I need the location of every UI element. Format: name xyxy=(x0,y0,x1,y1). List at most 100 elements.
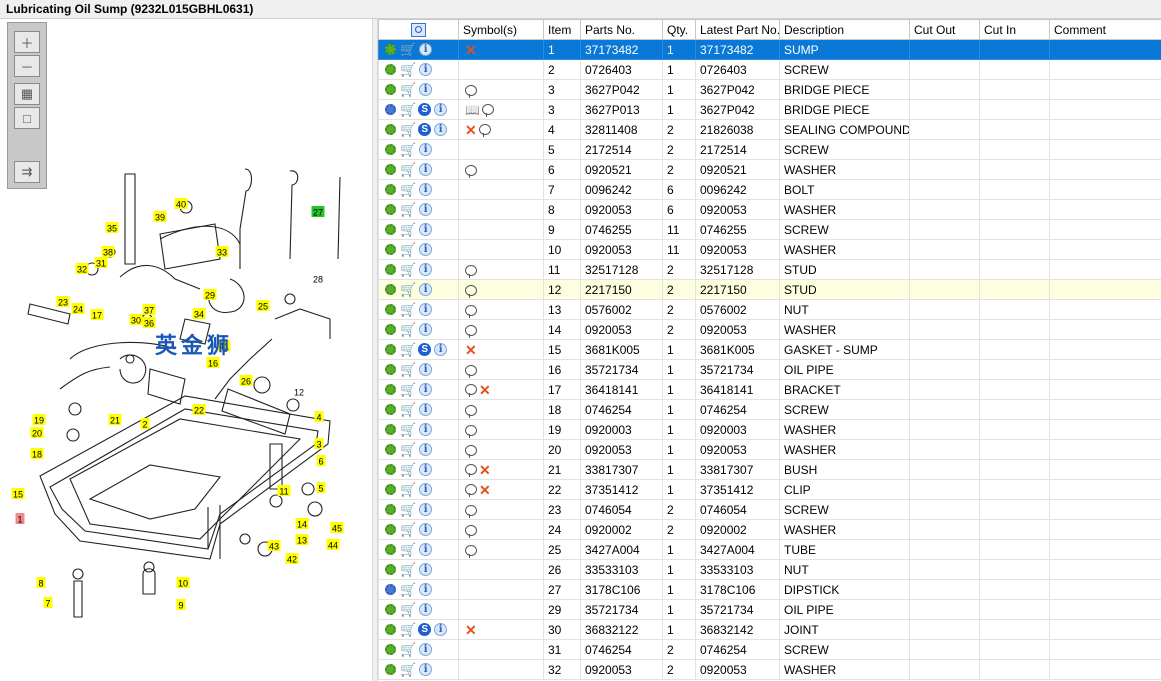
cart-icon[interactable]: 🛒 xyxy=(400,621,417,637)
column-header-qty[interactable]: Qty. xyxy=(662,19,696,40)
info-icon[interactable]: i xyxy=(419,503,433,516)
settings-cog-icon[interactable] xyxy=(385,644,396,655)
cart-icon[interactable]: 🛒 xyxy=(400,421,417,437)
settings-cog-icon[interactable] xyxy=(385,224,396,235)
callout-29[interactable]: 29 xyxy=(203,289,217,301)
info-icon[interactable]: i xyxy=(419,203,433,216)
settings-cog-icon[interactable] xyxy=(385,264,396,275)
info-icon[interactable]: i xyxy=(419,283,433,296)
column-header-symbols[interactable]: Symbol(s) xyxy=(458,19,544,40)
info-icon[interactable]: i xyxy=(434,343,448,356)
info-icon[interactable]: i xyxy=(419,483,433,496)
callout-36[interactable]: 36 xyxy=(142,317,156,329)
column-header-cut-out[interactable]: Cut Out xyxy=(909,19,980,40)
cart-icon[interactable]: 🛒 xyxy=(400,281,417,297)
settings-cog-icon[interactable] xyxy=(385,184,396,195)
settings-cog-icon[interactable] xyxy=(385,44,396,55)
info-icon[interactable]: i xyxy=(419,643,433,656)
info-icon[interactable]: i xyxy=(419,543,433,556)
callout-13[interactable]: 13 xyxy=(295,534,309,546)
callout-26[interactable]: 26 xyxy=(239,375,253,387)
settings-cog-icon[interactable] xyxy=(385,284,396,295)
info-icon[interactable]: i xyxy=(419,383,433,396)
cart-icon[interactable]: 🛒 xyxy=(400,361,417,377)
callout-27[interactable]: 27 xyxy=(311,206,325,218)
info-icon[interactable]: i xyxy=(419,443,433,456)
settings-cog-icon[interactable] xyxy=(385,424,396,435)
settings-cog-icon[interactable] xyxy=(385,84,396,95)
exploded-diagram[interactable]: 4039352738313328322923241725343037364116… xyxy=(0,19,372,681)
cart-icon[interactable]: 🛒 xyxy=(400,381,417,397)
cart-icon[interactable]: 🛒 xyxy=(400,301,417,317)
callout-25[interactable]: 25 xyxy=(256,300,270,312)
settings-cog-icon[interactable] xyxy=(385,484,396,495)
info-icon[interactable]: i xyxy=(419,63,433,76)
callout-18[interactable]: 18 xyxy=(30,448,44,460)
info-icon[interactable]: i xyxy=(419,563,433,576)
info-icon[interactable]: i xyxy=(419,463,433,476)
cart-icon[interactable]: 🛒 xyxy=(400,61,417,77)
cart-icon[interactable]: 🛒 xyxy=(400,481,417,497)
callout-24[interactable]: 24 xyxy=(71,303,85,315)
cart-icon[interactable]: 🛒 xyxy=(400,101,417,117)
cart-icon[interactable]: 🛒 xyxy=(400,41,417,57)
column-header-comment[interactable]: Comment xyxy=(1049,19,1161,40)
settings-cog-icon[interactable] xyxy=(385,404,396,415)
zoom-in-icon[interactable]: ＋ xyxy=(14,31,40,53)
cart-icon[interactable]: 🛒 xyxy=(400,161,417,177)
export-icon[interactable]: ⇉ xyxy=(14,161,40,183)
cart-icon[interactable]: 🛒 xyxy=(400,121,417,137)
callout-22[interactable]: 22 xyxy=(192,404,206,416)
info-icon[interactable]: i xyxy=(419,183,433,196)
info-icon[interactable]: i xyxy=(419,263,433,276)
actual-size-icon[interactable]: □ xyxy=(14,107,40,129)
service-cog-icon[interactable] xyxy=(385,104,396,115)
settings-cog-icon[interactable] xyxy=(385,344,396,355)
callout-33[interactable]: 33 xyxy=(215,246,229,258)
search-icon[interactable] xyxy=(411,22,426,37)
callout-3[interactable]: 3 xyxy=(314,438,324,450)
settings-cog-icon[interactable] xyxy=(385,464,396,475)
callout-45[interactable]: 45 xyxy=(330,522,344,534)
callout-39[interactable]: 39 xyxy=(153,211,167,223)
cart-icon[interactable]: 🛒 xyxy=(400,81,417,97)
callout-21[interactable]: 21 xyxy=(108,414,122,426)
info-icon[interactable]: i xyxy=(419,523,433,536)
cart-icon[interactable]: 🛒 xyxy=(400,261,417,277)
callout-41[interactable]: 41 xyxy=(217,340,231,352)
cart-icon[interactable]: 🛒 xyxy=(400,441,417,457)
supersession-icon[interactable]: S xyxy=(418,343,432,356)
info-icon[interactable]: i xyxy=(419,303,433,316)
settings-cog-icon[interactable] xyxy=(385,384,396,395)
info-icon[interactable]: i xyxy=(419,423,433,436)
callout-42[interactable]: 42 xyxy=(285,553,299,565)
settings-cog-icon[interactable] xyxy=(385,244,396,255)
cart-icon[interactable]: 🛒 xyxy=(400,641,417,657)
cart-icon[interactable]: 🛒 xyxy=(400,521,417,537)
callout-40[interactable]: 40 xyxy=(174,198,188,210)
info-icon[interactable]: i xyxy=(419,223,433,236)
cart-icon[interactable]: 🛒 xyxy=(400,561,417,577)
cart-icon[interactable]: 🛒 xyxy=(400,321,417,337)
callout-44[interactable]: 44 xyxy=(326,539,340,551)
callout-28[interactable]: 28 xyxy=(313,275,323,285)
callout-1[interactable]: 1 xyxy=(15,513,25,525)
info-icon[interactable]: i xyxy=(419,323,433,336)
callout-12[interactable]: 12 xyxy=(294,388,304,398)
